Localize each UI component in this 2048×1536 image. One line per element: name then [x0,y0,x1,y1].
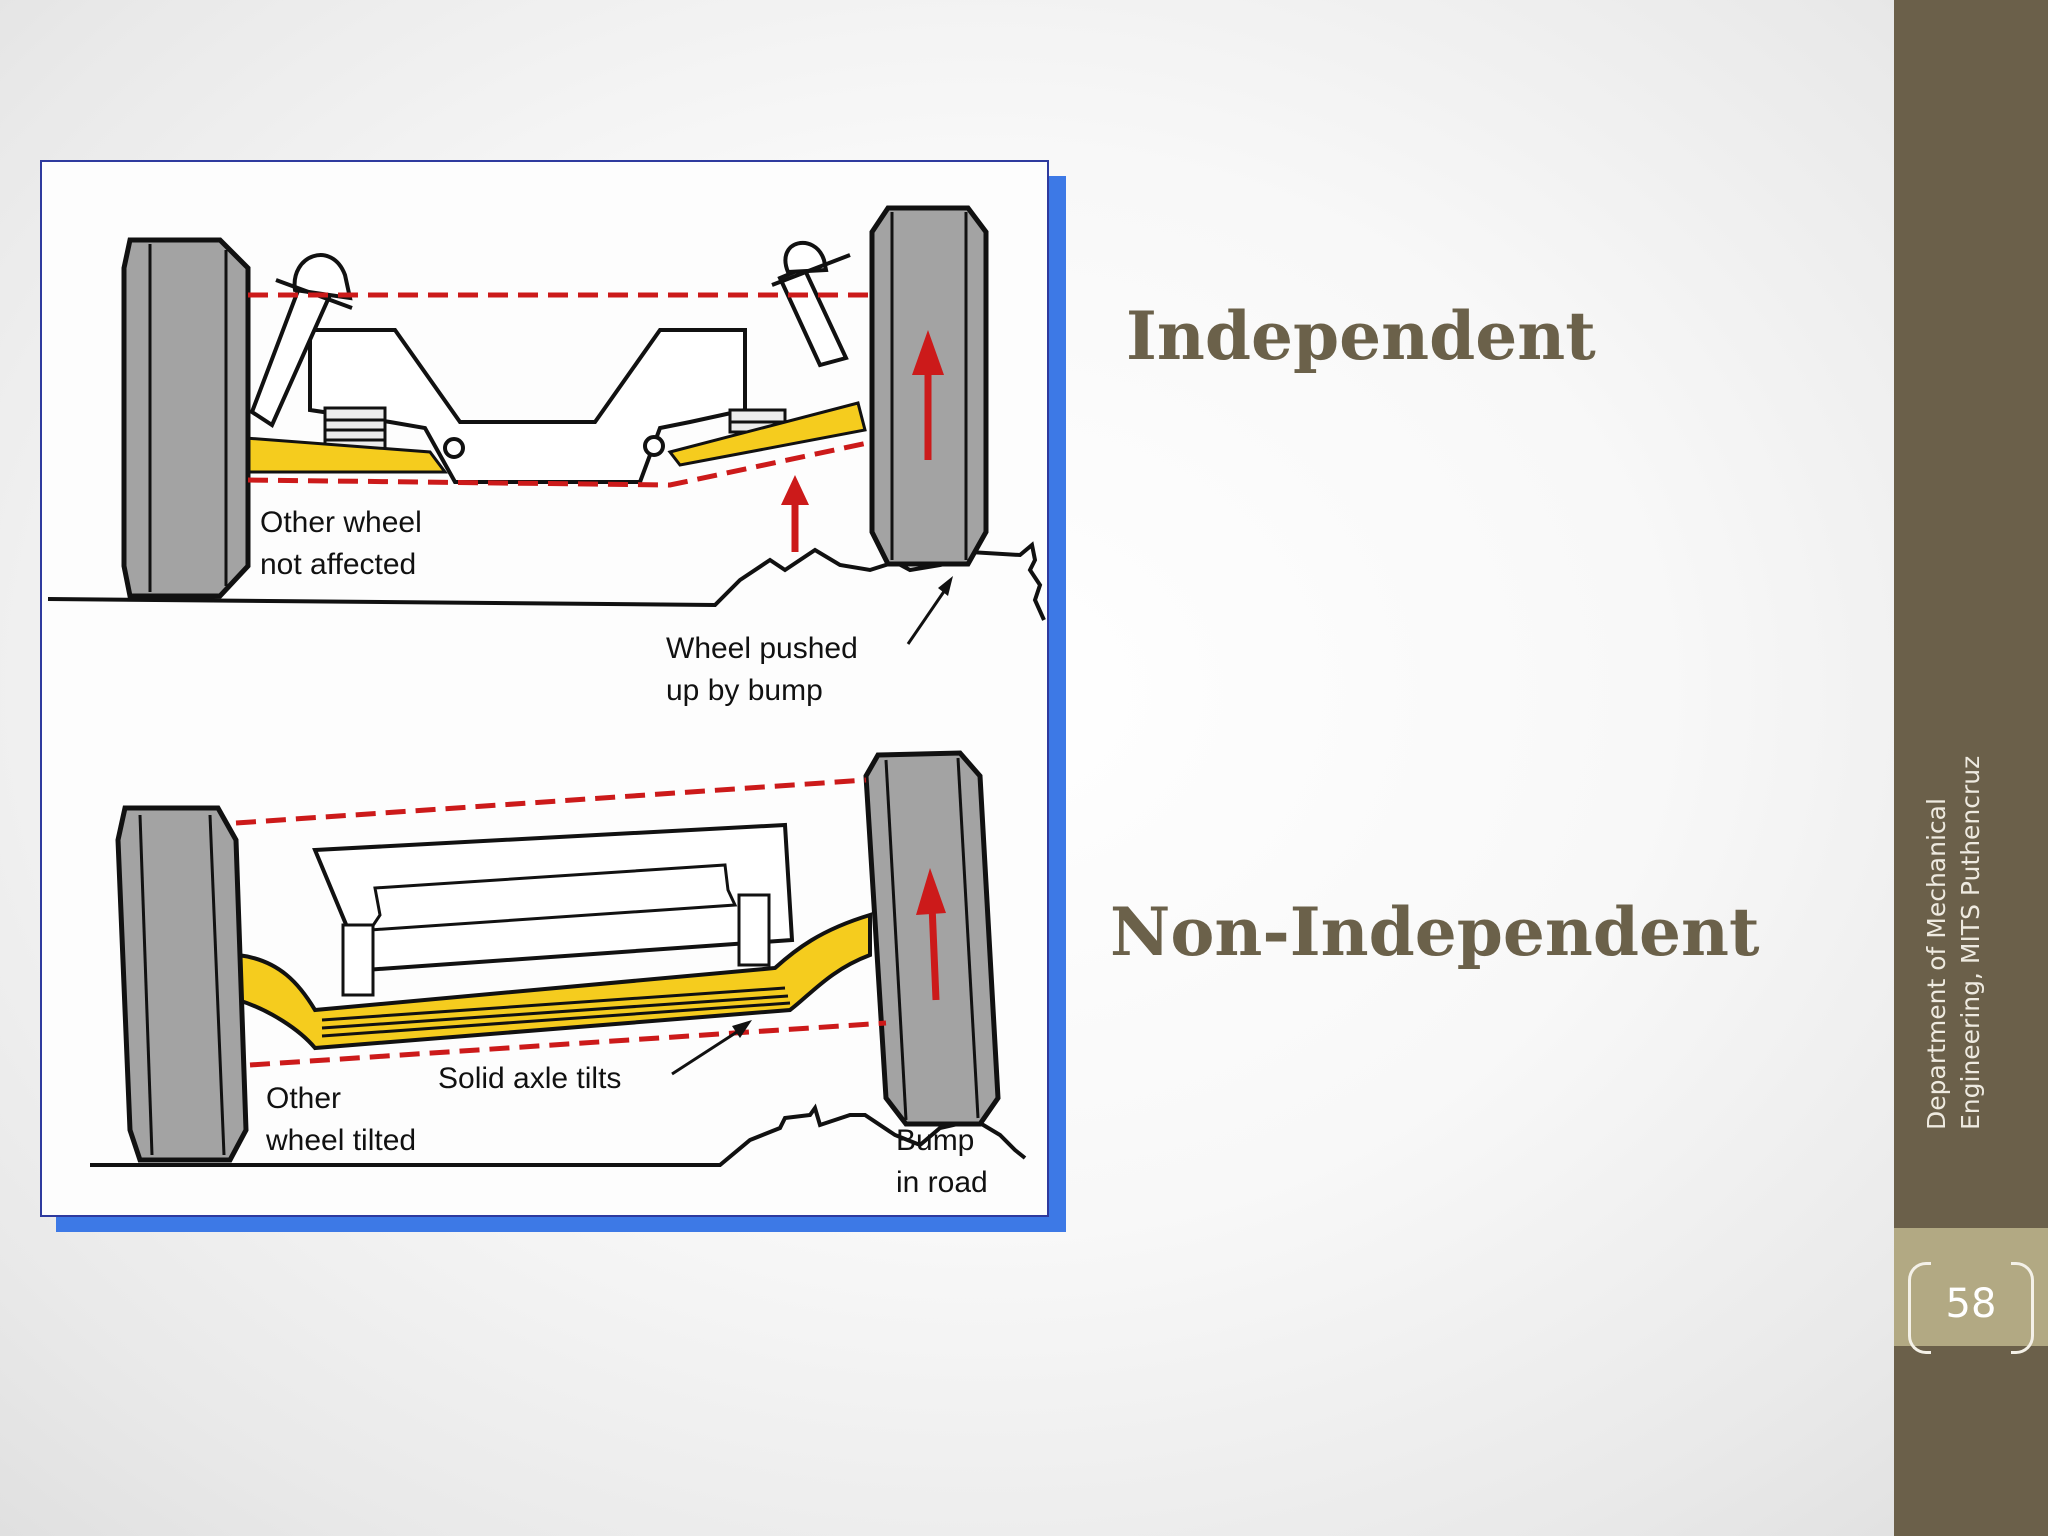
label-wheel-pushed-line1: Wheel pushed [666,632,858,665]
independent-suspension-diagram: Other wheel not affected Wheel pushed up… [47,205,1046,707]
top-pointer-arrow [906,576,953,645]
sidebar-line-1: Department of Mechanical [1922,798,1951,1130]
top-right-shock-cap [783,241,829,275]
suspension-diagram: Other wheel not affected Wheel pushed up… [40,160,1068,1236]
bottom-ground-line [90,1103,1027,1167]
top-left-shock-cap [292,253,353,301]
top-ground-line [47,541,1046,621]
sidebar-line-2: Engineering, MITS Puthencruz [1956,755,1985,1130]
top-wheel-up-arrow [912,330,944,460]
top-left-tire [121,237,251,599]
page-number-tab: 58 [1894,1228,2048,1354]
label-wheel-pushed-line2: up by bump [666,674,823,707]
label-other-wheel-line2: not affected [260,548,416,581]
top-right-control-arm [667,401,867,467]
left-bracket-icon [1908,1262,1931,1354]
top-lower-dashed-line [247,439,873,488]
label-other-line2: wheel tilted [265,1124,416,1157]
top-frame [308,328,747,484]
bottom-wheel-up-arrow [916,868,946,1001]
top-right-pivot [643,435,665,457]
bottom-right-mount [737,893,771,967]
independent-heading: Independent [1126,297,1596,375]
bottom-body-inner [367,863,738,932]
bottom-pointer-arrow [671,1020,752,1076]
non-independent-heading: Non-Independent [1110,893,1760,971]
right-bracket-icon [2011,1262,2034,1354]
bottom-upper-dashed-line [235,777,867,826]
top-bump-arrow [781,475,809,552]
label-other-line1: Other [266,1082,341,1115]
label-bump-line2: in road [896,1166,988,1199]
non-independent-suspension-diagram: Solid axle tilts Other wheel tilted Bump… [90,750,1027,1199]
label-bump-line1: Bump [896,1124,974,1157]
label-other-wheel-line1: Other wheel [260,506,422,539]
bottom-lower-dashed-line [249,1020,887,1068]
top-left-pivot [443,437,465,459]
label-solid-axle-tilts: Solid axle tilts [438,1062,621,1095]
bottom-left-mount [341,923,375,997]
sidebar-footer-text: Department of Mechanical Engineering, MI… [1920,690,2030,1130]
page-number: 58 [1945,1281,1997,1327]
bottom-left-tire [115,805,249,1163]
